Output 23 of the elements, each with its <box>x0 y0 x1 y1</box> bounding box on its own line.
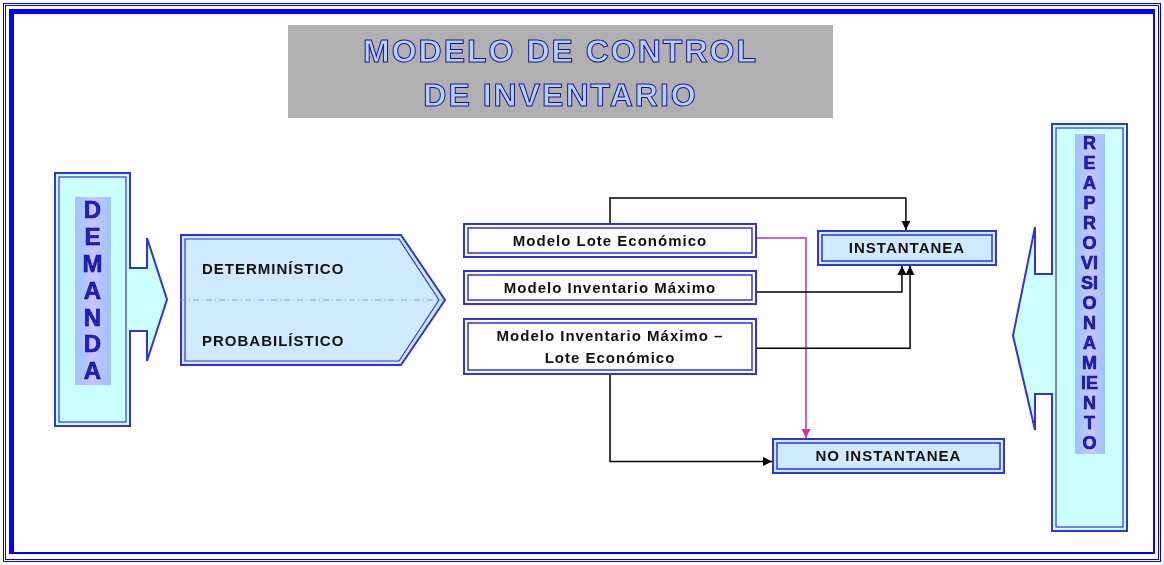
category-label: PROBABILÍSTICO <box>202 332 345 349</box>
process-box <box>772 438 1005 474</box>
process-box <box>817 230 997 266</box>
box-label: Modelo Inventario Máximo <box>502 277 718 298</box>
banner-shape <box>55 173 167 426</box>
box-label: Modelo Lote Económico <box>511 230 709 251</box>
category-label: DETERMINÍSTICO <box>202 260 345 277</box>
banner-shape <box>1013 124 1127 531</box>
title: MODELO DE CONTROL DE INVENTARIO <box>362 32 759 115</box>
box-label: INSTANTANEA <box>847 238 967 258</box>
box-label: Modelo Inventario Máximo – Lote Económico <box>495 325 725 368</box>
vertical-title: REAPROVISIONAMIENTO <box>1074 134 1105 454</box>
box-label: NO INSTANTANEA <box>814 446 963 466</box>
arrow <box>609 374 773 466</box>
arrow <box>756 265 907 293</box>
process-box <box>463 318 757 375</box>
process-box <box>463 223 757 258</box>
process-box <box>463 270 757 305</box>
arrow <box>756 265 915 349</box>
vertical-title: DEMANDA <box>74 197 111 386</box>
arrow <box>756 237 811 439</box>
category-box <box>180 234 446 366</box>
arrow <box>609 197 911 231</box>
